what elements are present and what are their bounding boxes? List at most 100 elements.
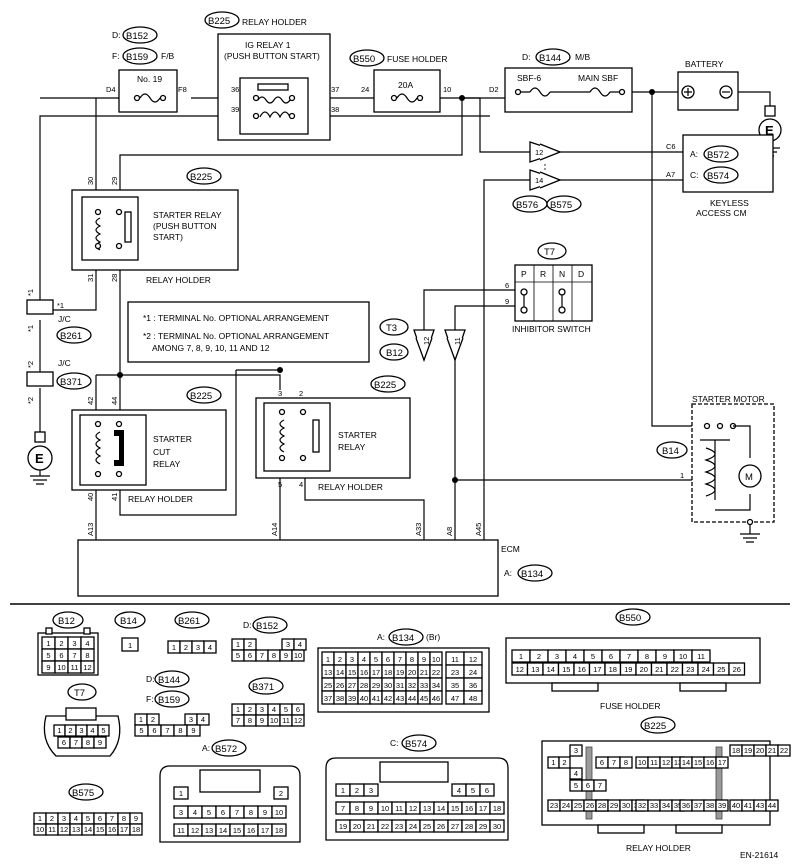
pin-38: 38	[331, 105, 339, 114]
connector-pin-label: 28	[360, 681, 368, 690]
connector-pin-label: 7	[598, 781, 602, 790]
connector-pin-label: 2	[59, 639, 63, 648]
jc1-label: J/C	[58, 314, 71, 324]
connector-pin-label: 14	[84, 825, 92, 834]
code-t3: T3	[379, 318, 409, 336]
connector-pin-label: 1	[46, 639, 50, 648]
connector-pin-label: 18	[493, 804, 501, 813]
svg-text:B225: B225	[208, 16, 230, 27]
connector-pin-label: 30	[384, 681, 392, 690]
connector-pin-label: 5	[236, 651, 240, 660]
connector-pin-label: 26	[437, 822, 445, 831]
connector-pin-label: 15	[694, 758, 702, 767]
connector-pin-label: 40	[732, 801, 740, 810]
connector-pin-label: 42	[384, 694, 392, 703]
pin-40: 40	[86, 493, 95, 501]
code-b14: B14	[656, 441, 688, 459]
connector-cell	[129, 823, 143, 836]
connector-cell	[715, 756, 729, 769]
connector-pin-label: 21	[655, 665, 663, 674]
connector-pin-label: 16	[706, 758, 714, 767]
inh-title: INHIBITOR SWITCH	[512, 324, 591, 334]
connector-pin-label: 1	[139, 715, 143, 724]
code-b225-ig: B225	[204, 11, 240, 29]
connector-pin-label: 11	[451, 655, 459, 664]
svg-text:D:: D:	[146, 674, 155, 684]
connector-pin-label: 3	[189, 715, 193, 724]
pin-41: 41	[110, 493, 119, 501]
wire-41	[119, 370, 237, 516]
inh-pos-n: N	[559, 269, 565, 279]
connector-pin-label: 4	[208, 643, 212, 652]
connector-pin-label: 12	[662, 758, 670, 767]
connector-pin-label: 14	[336, 668, 344, 677]
svg-text:A:: A:	[202, 743, 210, 753]
connector-pin-label: 19	[624, 665, 632, 674]
connector-pin-label: 27	[451, 822, 459, 831]
connector-pin-label: 6	[609, 652, 613, 661]
svg-text:B225: B225	[374, 380, 396, 391]
connector-pin-label: 7	[72, 651, 76, 660]
keyless-c-prefix: C:	[690, 170, 699, 180]
connector-pin-label: 34	[432, 681, 440, 690]
connector-pin-label: 17	[120, 825, 128, 834]
wire-battery-ground	[738, 91, 771, 108]
jc-star2-bottom: *2	[26, 397, 35, 404]
svg-text:B575: B575	[72, 788, 94, 799]
connector-cell	[429, 690, 443, 705]
connector-pin-label: 8	[355, 804, 359, 813]
code-b550: B550	[349, 49, 385, 67]
connector-pin-label: 2	[338, 655, 342, 664]
svg-text:(Br): (Br)	[426, 632, 440, 642]
connector-pin-label: 15	[233, 826, 241, 835]
connector-pin-label: 8	[249, 808, 253, 817]
connector-pin-label: 2	[562, 758, 566, 767]
connector-pin-label: 1	[519, 652, 523, 661]
ig-relay	[217, 33, 331, 141]
svg-text:14: 14	[535, 176, 543, 185]
pin-37: 37	[331, 85, 339, 94]
connector-pin-label: 13	[324, 668, 332, 677]
svg-text:B225: B225	[190, 172, 212, 183]
wire-28-to-relay	[96, 374, 281, 390]
connector-pin-label: 5	[574, 781, 578, 790]
connector-pin-label: 7	[260, 651, 264, 660]
connector-pin-label: 13	[205, 826, 213, 835]
svg-text:C:: C:	[390, 738, 399, 748]
fuse-main-sbf: MAIN SBF	[578, 73, 618, 83]
connector-pin-label: 24	[702, 665, 710, 674]
connector-pin-label: 24	[562, 801, 570, 810]
connector-pin-label: 6	[59, 651, 63, 660]
connector-cell	[363, 783, 379, 797]
connector-pin-label: 32	[408, 681, 416, 690]
connector-cell	[93, 736, 107, 749]
fuse-20a: 20A	[398, 80, 413, 90]
connector-pin-label: 19	[396, 668, 404, 677]
svg-text:E: E	[765, 123, 774, 138]
inh-pos-p: P	[521, 269, 527, 279]
connector-pin-label: 27	[348, 681, 356, 690]
starter-relay-pb	[71, 189, 239, 271]
connector-pin-label: 1	[179, 789, 183, 798]
connector-pin-label: 7	[627, 652, 631, 661]
connector-pin-label: 7	[165, 726, 169, 735]
fuse-holder	[373, 69, 441, 113]
conn-b572: A: B572	[159, 739, 301, 843]
connector-pin-label: 2	[537, 652, 541, 661]
connector-pin-label: 18	[384, 668, 392, 677]
str-label1: STARTER	[338, 430, 377, 440]
connector-pin-label: 37	[694, 801, 702, 810]
connector-pin-label: 14	[437, 804, 445, 813]
connector-pin-label: 22	[381, 822, 389, 831]
connector-pin-label: 8	[248, 716, 252, 725]
svg-text:B134: B134	[392, 633, 414, 644]
starter-pin-1: 1	[680, 471, 684, 480]
pin-42: 42	[86, 397, 95, 405]
wire-to-conn12	[462, 97, 530, 153]
connector-14: 14	[529, 169, 563, 191]
fuse-sbf6: SBF-6	[517, 73, 541, 83]
starter-motor-title: STARTER MOTOR	[692, 394, 765, 404]
connector-cell	[463, 690, 483, 705]
